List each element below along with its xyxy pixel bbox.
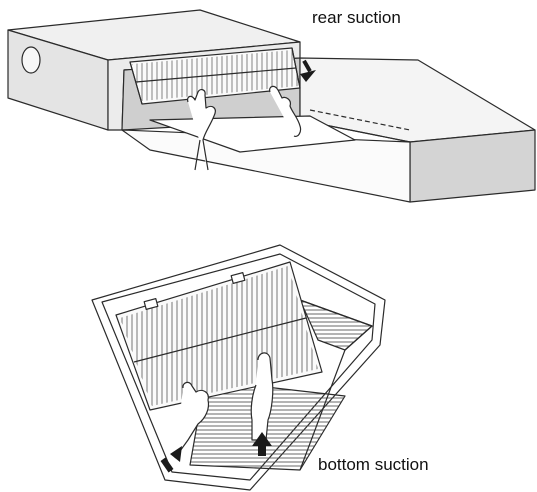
rear-suction-illustration (8, 10, 535, 202)
bottom-suction-label: bottom suction (318, 455, 429, 475)
unit-side-port (22, 47, 40, 73)
duct-end-face (410, 130, 535, 202)
bottom-suction-illustration (92, 245, 385, 490)
rear-suction-label: rear suction (312, 8, 401, 28)
